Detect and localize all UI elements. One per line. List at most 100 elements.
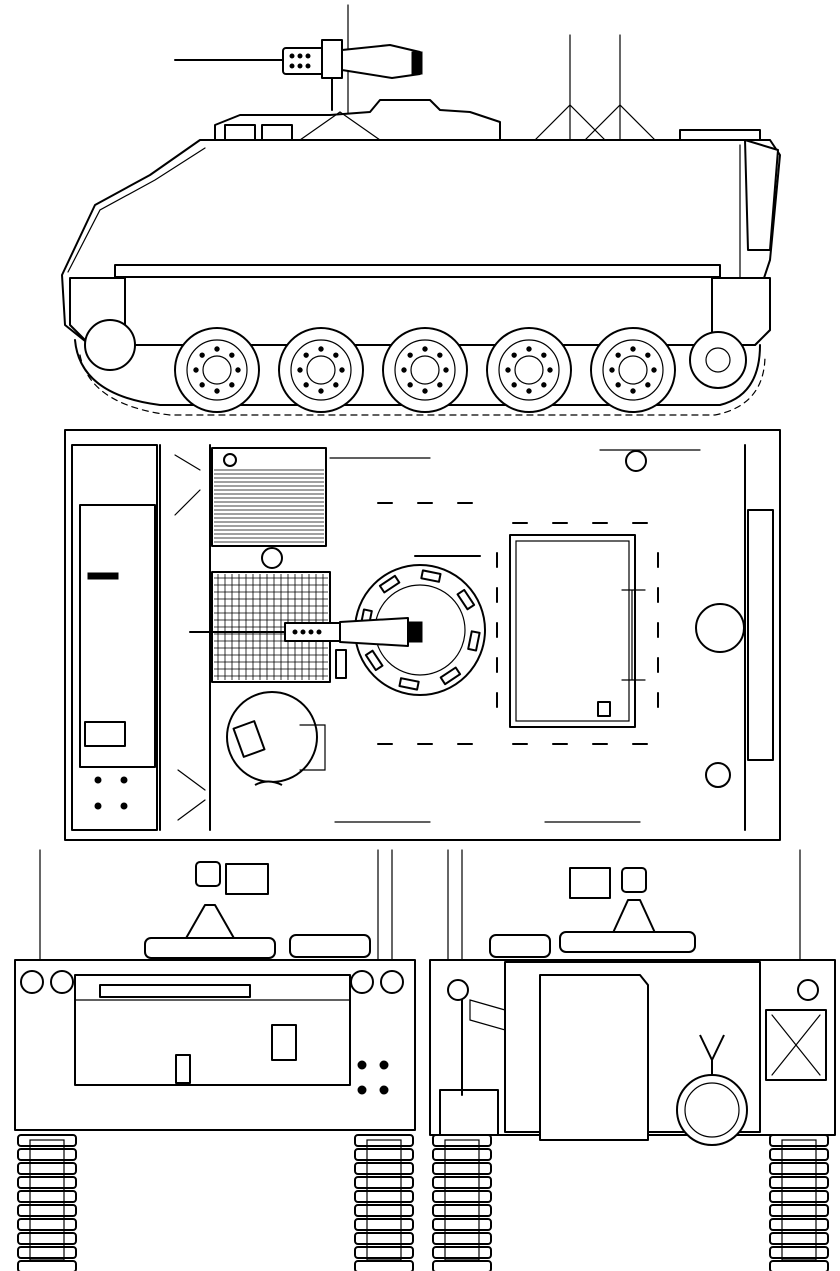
wheel-bolt — [645, 382, 651, 388]
vision-block — [420, 569, 442, 583]
wheel-bolt — [199, 382, 205, 388]
roof-equipment-rear — [489, 934, 551, 958]
bolts — [94, 776, 128, 810]
hatch-lock — [299, 724, 326, 771]
wheel-bolt — [541, 352, 547, 358]
wheel-bolt — [318, 388, 324, 394]
track-shoe — [354, 1176, 414, 1189]
headlight-left-2 — [50, 970, 74, 994]
rear-door — [539, 974, 649, 1141]
tie-down-marks — [377, 502, 659, 745]
cargo-hatch-frame — [515, 540, 630, 722]
sponson-rail — [114, 264, 721, 278]
handles — [174, 454, 206, 821]
wheel-bolt — [333, 352, 339, 358]
filler-cap — [223, 453, 237, 467]
vision-block — [364, 649, 384, 672]
barrel-jacket-holes — [292, 629, 322, 635]
trim-handle — [87, 572, 119, 580]
track-shoe — [432, 1148, 492, 1161]
track-guide — [366, 1139, 402, 1261]
tow-hook — [699, 1034, 725, 1075]
wheel-bolt — [214, 388, 220, 394]
track-shoe — [769, 1204, 829, 1217]
track-shoe — [769, 1162, 829, 1175]
track-guide — [444, 1139, 480, 1261]
wheel-bolt — [547, 367, 553, 373]
track-shoe — [354, 1260, 414, 1271]
wheel-bolt — [193, 367, 199, 373]
wheel-bolt — [443, 367, 449, 373]
grille-slats — [214, 469, 324, 543]
wheel-bolt — [333, 382, 339, 388]
cupola-rear — [559, 931, 696, 953]
rear-tracks — [432, 1134, 829, 1271]
bolts — [357, 1060, 389, 1095]
front-view — [14, 849, 416, 1271]
track-guide — [29, 1139, 65, 1261]
vision-block — [378, 574, 401, 594]
road-wheel — [382, 327, 468, 413]
road-wheel-hub — [306, 355, 336, 385]
wheel-bolt — [229, 382, 235, 388]
wheel-bolt — [609, 367, 615, 373]
headlight-right — [350, 970, 374, 994]
headlight-right-2 — [380, 970, 404, 994]
cupola-front — [144, 937, 276, 959]
wheel-bolt — [297, 367, 303, 373]
track-shoe — [432, 1204, 492, 1217]
wheel-bolt — [511, 382, 517, 388]
edge-lines — [329, 449, 701, 823]
track-shoe — [769, 1260, 829, 1271]
road-wheels — [174, 327, 676, 413]
access-plug — [261, 547, 283, 569]
ammo-box-front — [225, 863, 269, 895]
wheel-bolt — [318, 346, 324, 352]
road-wheel-hub — [618, 355, 648, 385]
wheel-bolt — [229, 352, 235, 358]
vision-block — [398, 677, 420, 691]
wheel-bolt — [615, 382, 621, 388]
top-view — [64, 429, 781, 841]
rear-wheel-hub — [676, 1074, 748, 1146]
road-wheel-rim — [186, 339, 248, 401]
track-shoe — [769, 1176, 829, 1189]
wheel-bolt — [199, 352, 205, 358]
cargo-hatch — [509, 534, 636, 728]
ammo-box-rear — [569, 867, 611, 899]
vision-block — [439, 666, 462, 686]
tail-light-left — [447, 979, 469, 1001]
hatch-latch — [597, 701, 611, 717]
wheel-bolt — [526, 388, 532, 394]
road-wheel-hub — [410, 355, 440, 385]
stowage-box-left — [439, 1089, 499, 1136]
track-shoe — [17, 1232, 77, 1245]
track-shoe — [769, 1218, 829, 1231]
wheel-bolt — [339, 367, 345, 373]
road-wheel-hub — [514, 355, 544, 385]
track-shoe — [17, 1148, 77, 1161]
roof-port — [625, 450, 647, 472]
roof-equipment — [214, 99, 501, 146]
stowage-bracket — [469, 999, 506, 1031]
ammo-box-top — [407, 621, 423, 643]
side-view — [61, 4, 781, 416]
track-shoe — [432, 1190, 492, 1203]
wheel-bolt — [437, 382, 443, 388]
track-shoe — [17, 1176, 77, 1189]
bracket — [175, 1054, 191, 1084]
antenna-mount — [534, 104, 656, 141]
track-shoe — [432, 1232, 492, 1245]
track-shoe — [769, 1148, 829, 1161]
glacis-line — [67, 147, 206, 273]
hub-ring — [684, 1082, 740, 1138]
trim-vane-bar — [99, 984, 251, 998]
track-shoe — [354, 1218, 414, 1231]
gun-mount-front — [184, 904, 236, 941]
road-wheel-rim — [394, 339, 456, 401]
headlight-box — [84, 721, 126, 747]
rear-light — [705, 762, 731, 788]
track-shoe — [354, 1190, 414, 1203]
road-wheel — [174, 327, 260, 413]
